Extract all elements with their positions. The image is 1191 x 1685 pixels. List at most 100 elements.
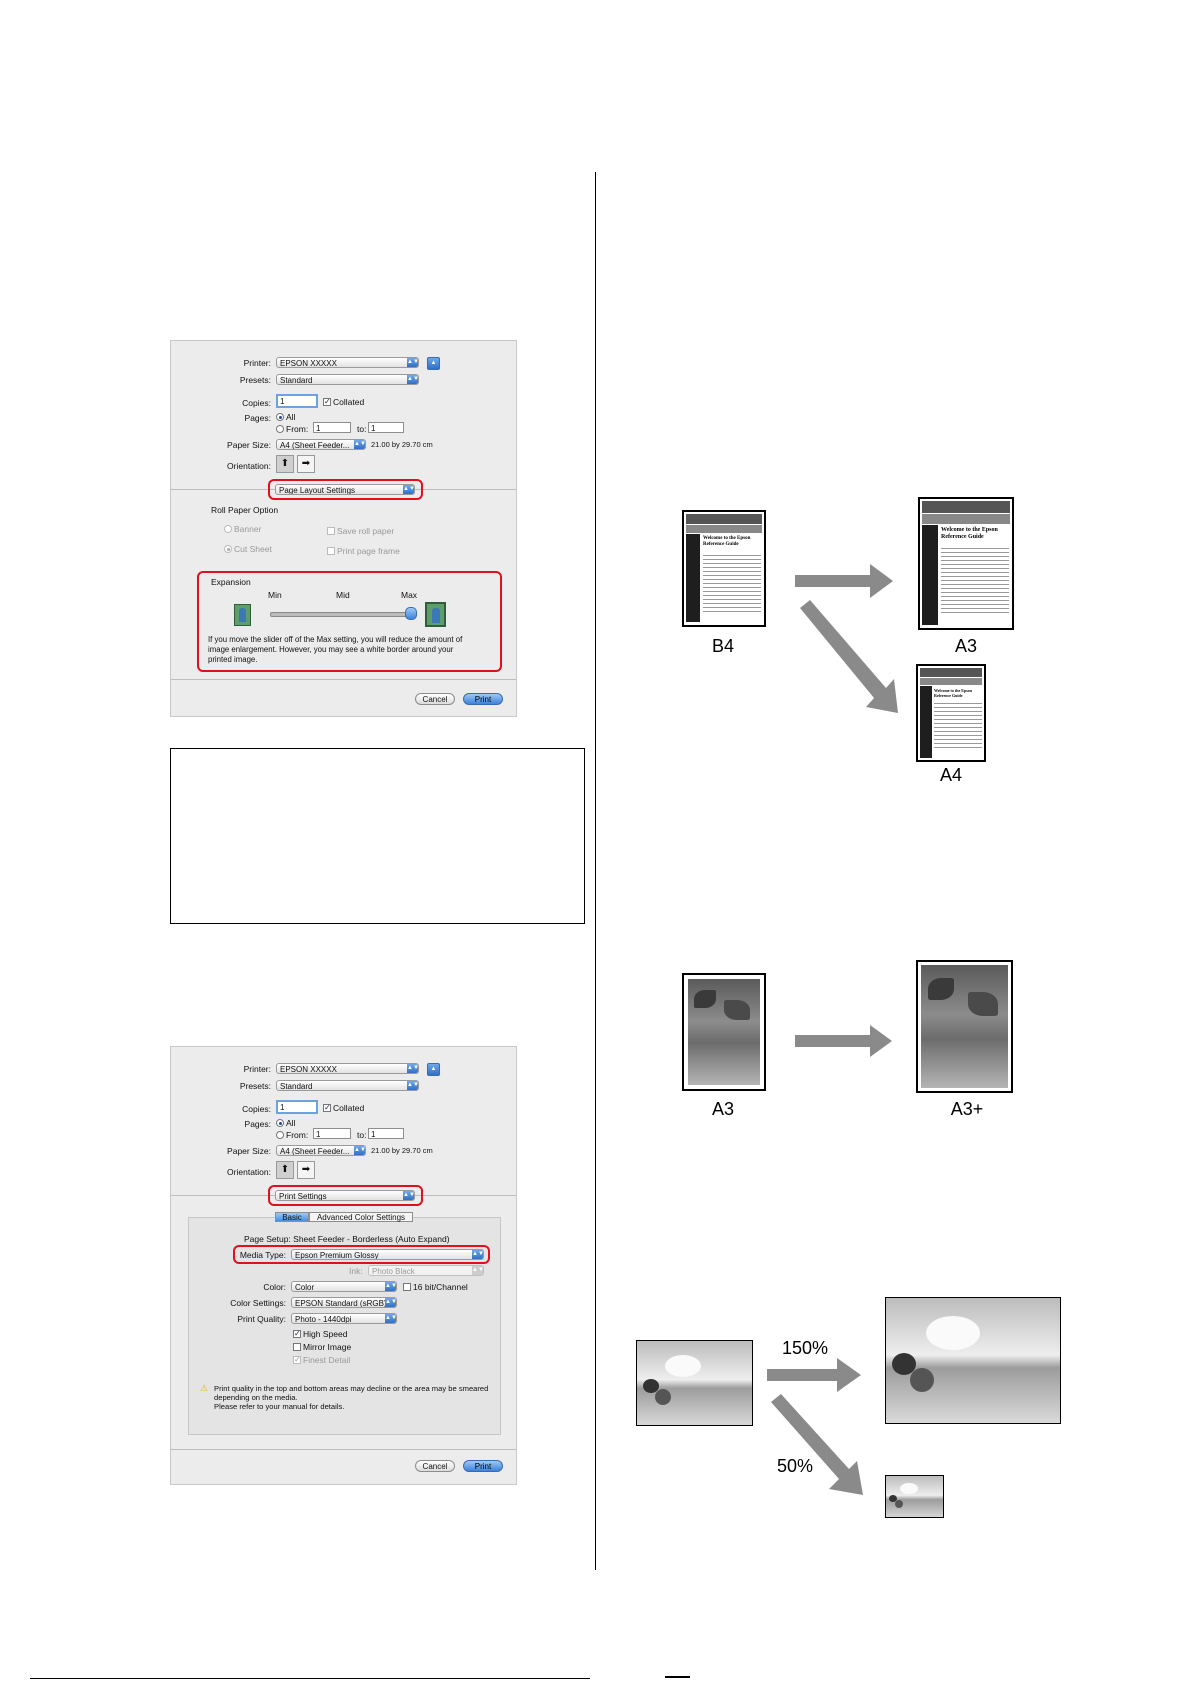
triangle-up-icon: ▲ [430,1066,437,1072]
page-setup-text: Page Setup: Sheet Feeder - Borderless (A… [244,1234,450,1244]
copies-input[interactable]: 1 [276,1100,318,1114]
mirror-image-label: Mirror Image [303,1342,352,1352]
mirror-image-checkbox[interactable] [293,1343,301,1351]
printer-label: Printer: [243,358,271,368]
arrow-down-right [771,1394,863,1495]
paper-dimensions: 21.00 by 29.70 cm [371,1146,433,1155]
paper-size-value: A4 (Sheet Feeder... [280,1147,350,1156]
banner-radio[interactable] [224,525,232,533]
print-quality-select[interactable]: Photo - 1440dpi▲▼ [291,1313,397,1324]
print-quality-label: Print Quality: [237,1314,286,1324]
print-dialog-page-layout: Printer: EPSON XXXXX▲▼ ▲ Presets: Standa… [170,340,517,717]
label-a3: A3 [954,636,978,656]
chevron-updown-icon: ▲▼ [354,1146,366,1155]
color-label: Color: [263,1282,286,1292]
chevron-updown-icon: ▲▼ [354,440,366,449]
image-thumbnail-original [636,1340,753,1426]
pages-from-radio[interactable] [276,1131,284,1139]
slider-min-label: Min [268,590,282,600]
finest-detail-checkbox[interactable]: ✓ [293,1355,301,1364]
panel-select[interactable]: Print Settings ▲▼ [275,1190,415,1201]
copies-input[interactable]: 1 [276,394,318,408]
from-input[interactable]: 1 [313,422,351,433]
warning-line-3: Please refer to your manual for details. [214,1402,345,1411]
collated-checkbox[interactable]: ✓ [323,1103,331,1112]
presets-select[interactable]: Standard▲▼ [276,1080,419,1091]
label-150-percent: 150% [781,1338,829,1358]
media-type-select[interactable]: Epson Premium Glossy▲▼ [291,1249,484,1260]
landscape-orientation-button[interactable]: ➡ [297,1161,315,1179]
expansion-heading: Expansion [211,577,251,587]
figure-arrows-3 [767,1358,863,1495]
high-speed-checkbox[interactable]: ✓ [293,1329,301,1338]
to-input[interactable]: 1 [368,1128,404,1139]
printer-select[interactable]: EPSON XXXXX ▲▼ [276,1063,419,1074]
printer-select[interactable]: EPSON XXXXX▲▼ [276,357,419,368]
paper-size-select[interactable]: A4 (Sheet Feeder...▲▼ [276,439,366,450]
save-roll-paper-checkbox[interactable] [327,527,335,535]
paper-size-select[interactable]: A4 (Sheet Feeder... ▲▼ [276,1145,366,1156]
pages-all-radio[interactable] [276,1119,284,1127]
expansion-slider-track[interactable] [270,612,407,617]
to-label: to: [357,1130,367,1140]
expansion-slider-thumb[interactable] [405,607,417,620]
landscape-icon: ➡ [301,458,311,469]
ink-select[interactable]: Photo Black▲▼ [368,1265,484,1276]
separator [171,1449,516,1450]
printer-select-value: EPSON XXXXX [280,1065,337,1074]
presets-label: Presets: [239,1081,271,1091]
highlight-expansion-group [197,571,502,672]
panel-select[interactable]: Page Layout Settings▲▼ [275,484,415,495]
paper-size-label: Paper Size: [227,1146,271,1156]
color-select-value: Color [295,1283,315,1292]
color-settings-label: Color Settings: [230,1298,286,1308]
print-button[interactable]: Print [463,1460,503,1472]
color-select[interactable]: Color▲▼ [291,1281,397,1292]
ink-label: Ink: [349,1266,363,1276]
footer-mark [665,1676,690,1678]
chevron-updown-icon: ▲▼ [403,1191,415,1200]
arrow-right [795,564,893,598]
pages-from-radio[interactable] [276,425,284,433]
pages-all-radio[interactable] [276,413,284,421]
expansion-note-line-3: printed image. [208,655,258,664]
landscape-orientation-button[interactable]: ➡ [297,455,315,473]
column-divider [595,172,596,1570]
pages-label: Pages: [244,1119,271,1129]
chevron-updown-icon: ▲▼ [407,1064,419,1073]
collated-checkbox[interactable]: ✓ [323,397,331,406]
high-speed-label: High Speed [303,1329,348,1339]
disclosure-button[interactable]: ▲ [427,1063,440,1076]
figure-arrow-2 [795,1025,892,1057]
panel-select-value: Print Settings [279,1192,327,1201]
to-input[interactable]: 1 [368,422,404,433]
ink-select-value: Photo Black [372,1267,415,1276]
separator [171,679,516,680]
tab-basic[interactable]: Basic [275,1212,309,1222]
image-thumbnail-150 [885,1297,1061,1424]
cancel-button[interactable]: Cancel [415,693,455,705]
portrait-orientation-button[interactable]: ⬆ [276,455,294,473]
expansion-note-line-2: image enlargement. However, you may see … [208,645,454,654]
disclosure-button[interactable]: ▲ [427,357,440,370]
print-button[interactable]: Print [463,693,503,705]
tab-advanced-color-settings[interactable]: Advanced Color Settings [309,1212,413,1222]
small-image-icon [234,604,251,626]
from-label: From: [286,1130,309,1140]
print-page-frame-checkbox[interactable] [327,547,335,555]
presets-select[interactable]: Standard▲▼ [276,374,419,385]
from-input[interactable]: 1 [313,1128,351,1139]
cancel-button[interactable]: Cancel [415,1460,455,1472]
portrait-orientation-button[interactable]: ⬆ [276,1161,294,1179]
footer-rule [30,1678,590,1679]
print-quality-value: Photo - 1440dpi [295,1315,352,1324]
cut-sheet-radio[interactable] [224,545,232,553]
highlight-media-type [233,1245,490,1264]
color-settings-select[interactable]: EPSON Standard (sRGB)▲▼ [291,1297,397,1308]
save-roll-paper-label: Save roll paper [337,526,395,536]
panel-select-value: Page Layout Settings [279,486,356,495]
16-bit-checkbox[interactable] [403,1283,411,1291]
photo-thumbnail-a3 [682,973,766,1091]
